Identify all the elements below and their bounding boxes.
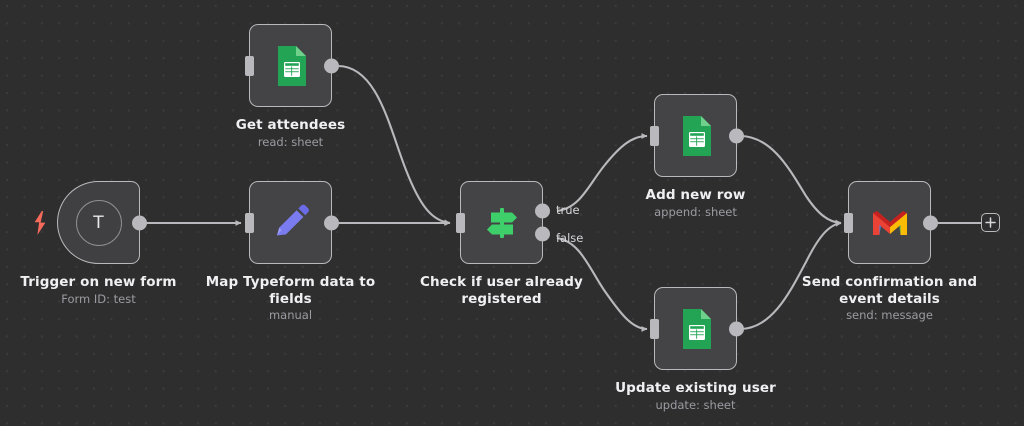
node-subtitle-update-existing-user: update: sheet — [655, 397, 736, 412]
input-port-update-existing-user[interactable] — [650, 318, 659, 339]
node-add-new-row[interactable]: Add new row append: sheet — [646, 94, 745, 219]
input-port-get-attendees[interactable] — [245, 55, 254, 76]
node-caption-send-confirmation: Send confirmation and event details send… — [790, 274, 990, 323]
node-caption-check: Check if user already registered — [402, 274, 602, 307]
node-subtitle-trigger: Form ID: test — [61, 291, 136, 306]
input-port-map[interactable] — [245, 212, 254, 233]
input-port-send-confirmation[interactable] — [844, 212, 853, 233]
google-sheets-icon — [277, 45, 306, 86]
output-port-add-new-row[interactable] — [729, 128, 744, 143]
node-title-update-existing-user: Update existing user — [615, 380, 776, 396]
input-port-add-new-row[interactable] — [650, 125, 659, 146]
node-title-trigger: Trigger on new form — [20, 274, 177, 290]
output-port-map[interactable] — [324, 215, 339, 230]
node-caption-get-attendees: Get attendees read: sheet — [191, 117, 391, 150]
plus-icon — [985, 217, 996, 228]
input-port-check[interactable] — [456, 212, 465, 233]
output-port-false[interactable] — [535, 226, 550, 242]
node-trigger-on-new-form[interactable]: T Trigger on new form Form ID: test — [20, 181, 176, 306]
gmail-icon — [872, 210, 907, 235]
output-port-update-existing-user[interactable] — [729, 321, 744, 336]
node-title-map: Map Typeform data to fields — [205, 274, 376, 307]
node-map-typeform-data[interactable]: Map Typeform data to fields manual — [206, 181, 375, 322]
node-send-confirmation[interactable]: Send confirmation and event details send… — [802, 181, 977, 322]
node-title-check: Check if user already registered — [420, 274, 583, 307]
node-caption-add-new-row: Add new row append: sheet — [596, 187, 796, 220]
output-port-send-confirmation[interactable] — [923, 215, 938, 230]
branch-label-false: false — [556, 231, 584, 245]
node-check-user-registered[interactable]: Check if user already registered — [420, 181, 583, 307]
node-update-existing-user[interactable]: Update existing user update: sheet — [615, 287, 776, 412]
node-title-send-confirmation: Send confirmation and event details — [801, 274, 978, 307]
node-subtitle-get-attendees: read: sheet — [257, 134, 324, 149]
node-title-get-attendees: Get attendees — [235, 117, 346, 133]
trigger-icon-letter: T — [93, 212, 104, 233]
output-port-trigger[interactable] — [132, 215, 147, 230]
google-sheets-icon — [682, 308, 711, 349]
branch-label-true: true — [556, 203, 580, 217]
typeform-trigger-icon: T — [75, 199, 122, 246]
node-caption-trigger: Trigger on new form Form ID: test — [0, 274, 199, 307]
node-title-add-new-row: Add new row — [645, 187, 746, 203]
pencil-icon — [276, 204, 309, 235]
output-port-true[interactable] — [535, 203, 550, 219]
node-subtitle-map: manual — [268, 308, 313, 322]
node-get-attendees[interactable]: Get attendees read: sheet — [236, 24, 345, 149]
google-sheets-icon — [682, 115, 711, 156]
node-caption-update-existing-user: Update existing user update: sheet — [596, 380, 796, 413]
output-port-get-attendees[interactable] — [324, 58, 339, 73]
node-subtitle-send-confirmation: send: message — [846, 308, 933, 322]
node-subtitle-add-new-row: append: sheet — [654, 204, 737, 219]
add-node-button[interactable] — [981, 213, 1000, 232]
node-caption-map: Map Typeform data to fields manual — [191, 274, 391, 323]
lightning-bolt-icon — [32, 210, 48, 235]
switch-signpost-icon — [486, 207, 517, 238]
